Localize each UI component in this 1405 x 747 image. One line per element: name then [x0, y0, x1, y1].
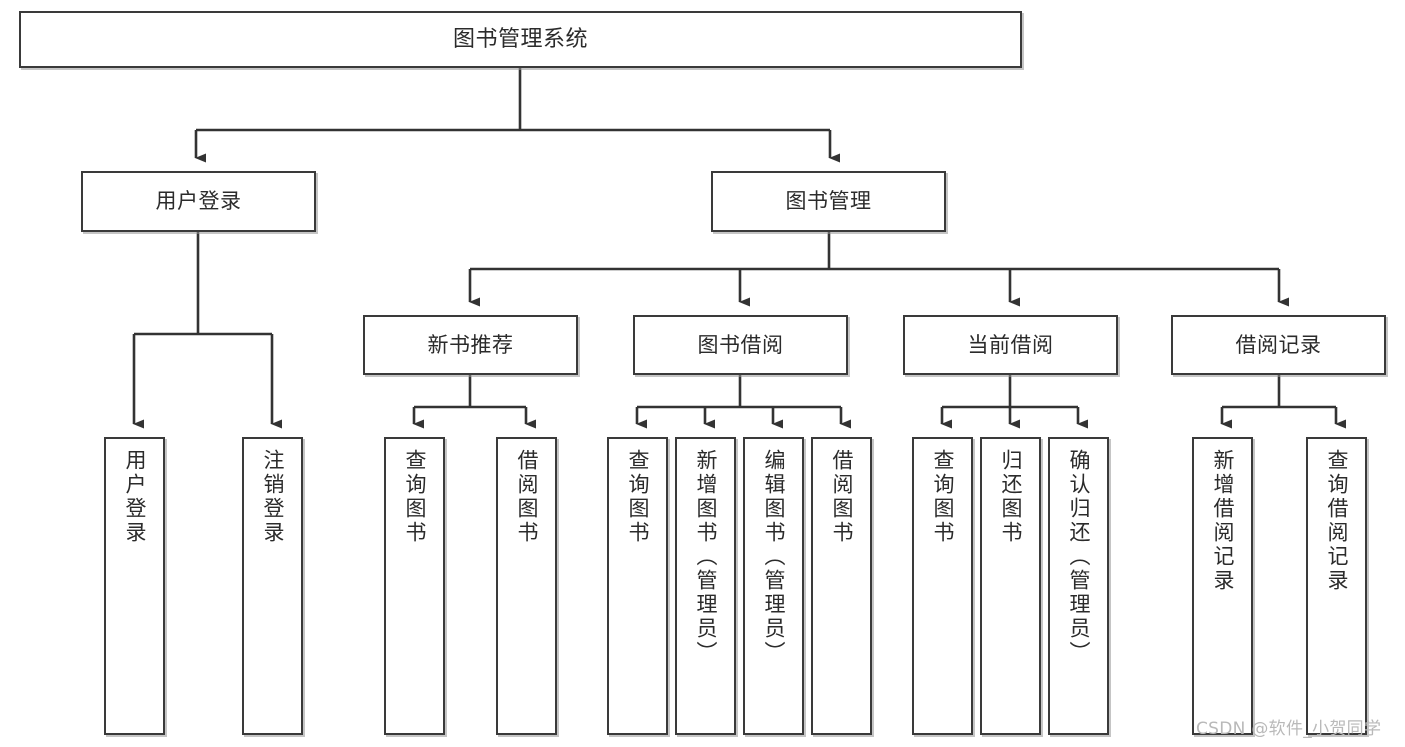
- node-leaf-query-book-3[interactable]: 查询图书: [912, 437, 973, 735]
- node-new-book-recommend[interactable]: 新书推荐: [363, 315, 578, 375]
- node-label: 确认归还（管理员）: [1067, 449, 1091, 665]
- node-label: 用户登录: [155, 189, 242, 214]
- node-label: 注销登录: [261, 449, 285, 545]
- node-leaf-add-record[interactable]: 新增借阅记录: [1192, 437, 1253, 735]
- node-label: 查询图书: [931, 449, 955, 545]
- node-leaf-query-record[interactable]: 查询借阅记录: [1306, 437, 1367, 735]
- node-leaf-query-book-2[interactable]: 查询图书: [607, 437, 668, 735]
- node-book-borrow[interactable]: 图书借阅: [633, 315, 848, 375]
- node-label: 归还图书: [999, 449, 1023, 545]
- node-label: 图书借阅: [697, 332, 784, 357]
- node-label: 新增图书（管理员）: [694, 449, 718, 665]
- node-book-management[interactable]: 图书管理: [711, 171, 946, 232]
- node-leaf-logout-login[interactable]: 注销登录: [242, 437, 303, 735]
- node-leaf-user-login[interactable]: 用户登录: [104, 437, 165, 735]
- node-borrow-record[interactable]: 借阅记录: [1171, 315, 1386, 375]
- node-label: 查询图书: [403, 449, 427, 545]
- node-root-book-management-system[interactable]: 图书管理系统: [19, 11, 1022, 68]
- node-label: 图书管理: [785, 189, 872, 214]
- node-label: 当前借阅: [967, 332, 1054, 357]
- node-label: 借阅图书: [830, 449, 854, 545]
- node-label: 查询借阅记录: [1325, 449, 1349, 593]
- node-label: 图书管理系统: [452, 26, 588, 52]
- node-leaf-add-book[interactable]: 新增图书（管理员）: [675, 437, 736, 735]
- node-leaf-confirm-return[interactable]: 确认归还（管理员）: [1048, 437, 1109, 735]
- node-label: 借阅图书: [515, 449, 539, 545]
- node-label: 用户登录: [123, 449, 147, 545]
- node-leaf-return-book[interactable]: 归还图书: [980, 437, 1041, 735]
- node-leaf-query-book-1[interactable]: 查询图书: [384, 437, 445, 735]
- node-user-login[interactable]: 用户登录: [81, 171, 316, 232]
- node-leaf-edit-book[interactable]: 编辑图书（管理员）: [743, 437, 804, 735]
- node-label: 新增借阅记录: [1211, 449, 1235, 593]
- node-label: 查询图书: [626, 449, 650, 545]
- csdn-watermark: CSDN @软件_小贺同学: [1196, 719, 1382, 739]
- node-current-borrow[interactable]: 当前借阅: [903, 315, 1118, 375]
- node-leaf-borrow-book-2[interactable]: 借阅图书: [811, 437, 872, 735]
- node-leaf-borrow-book-1[interactable]: 借阅图书: [496, 437, 557, 735]
- node-label: 编辑图书（管理员）: [762, 449, 786, 665]
- node-label: 借阅记录: [1235, 332, 1322, 357]
- node-label: 新书推荐: [427, 332, 514, 357]
